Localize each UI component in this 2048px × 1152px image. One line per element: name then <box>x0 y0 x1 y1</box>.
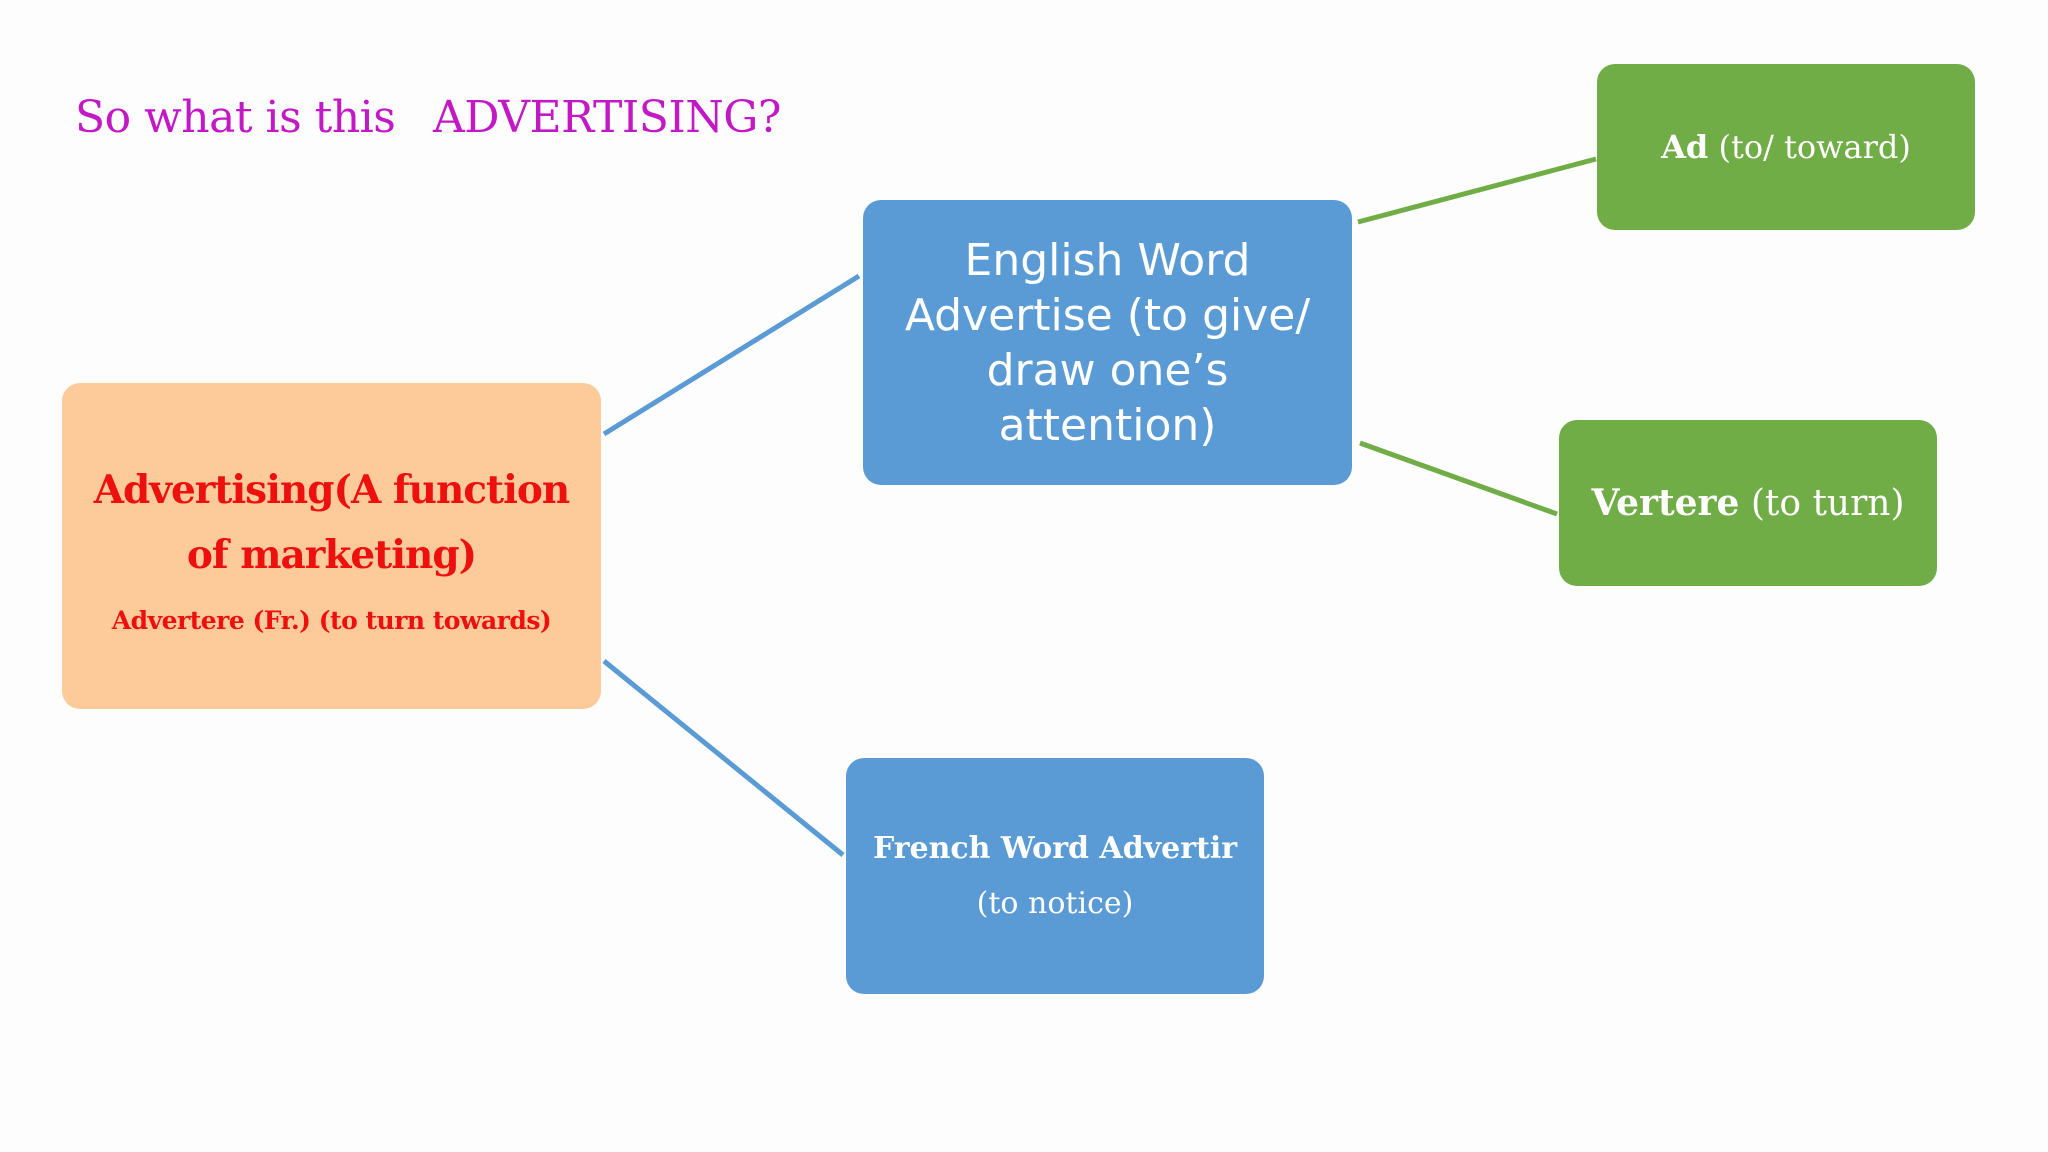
node-vertere: Vertere (to turn) <box>1559 420 1937 586</box>
slide-title-part1: So what is this <box>75 92 396 143</box>
connector-main-to-french <box>602 659 845 857</box>
node-advertising-sub: Advertere (Fr.) (to turn towards) <box>111 605 552 635</box>
node-ad-text: Ad (to/ toward) <box>1661 128 1911 166</box>
node-vertere-bold: Vertere <box>1591 482 1740 524</box>
node-english-word: English Word Advertise (to give/ draw on… <box>863 200 1352 485</box>
node-english-line3: draw one’s attention) <box>986 344 1229 451</box>
node-french-bold: French Word Advertir <box>872 831 1238 866</box>
connector-english-to-vertere <box>1359 440 1558 517</box>
node-ad-bold: Ad <box>1661 128 1709 166</box>
node-vertere-text: Vertere (to turn) <box>1591 482 1904 524</box>
node-english-line1: English Word <box>964 234 1251 286</box>
connector-main-to-english <box>602 273 861 437</box>
node-advertising: Advertising(A function of marketing) Adv… <box>62 383 601 709</box>
connector-english-to-ad <box>1357 156 1597 225</box>
node-english-line2: Advertise (to give/ <box>904 289 1311 341</box>
slide-title-part2: ADVERTISING? <box>433 92 782 143</box>
node-french-rest: (to notice) <box>976 886 1134 921</box>
node-vertere-rest: (to turn) <box>1750 483 1905 524</box>
node-ad-rest: (to/ toward) <box>1718 128 1911 166</box>
node-french-word: French Word Advertir (to notice) <box>846 758 1264 994</box>
node-advertising-label: Advertising(A function of marketing) <box>93 466 571 578</box>
node-ad: Ad (to/ toward) <box>1597 64 1975 230</box>
node-french-text: French Word Advertir (to notice) <box>868 821 1242 931</box>
